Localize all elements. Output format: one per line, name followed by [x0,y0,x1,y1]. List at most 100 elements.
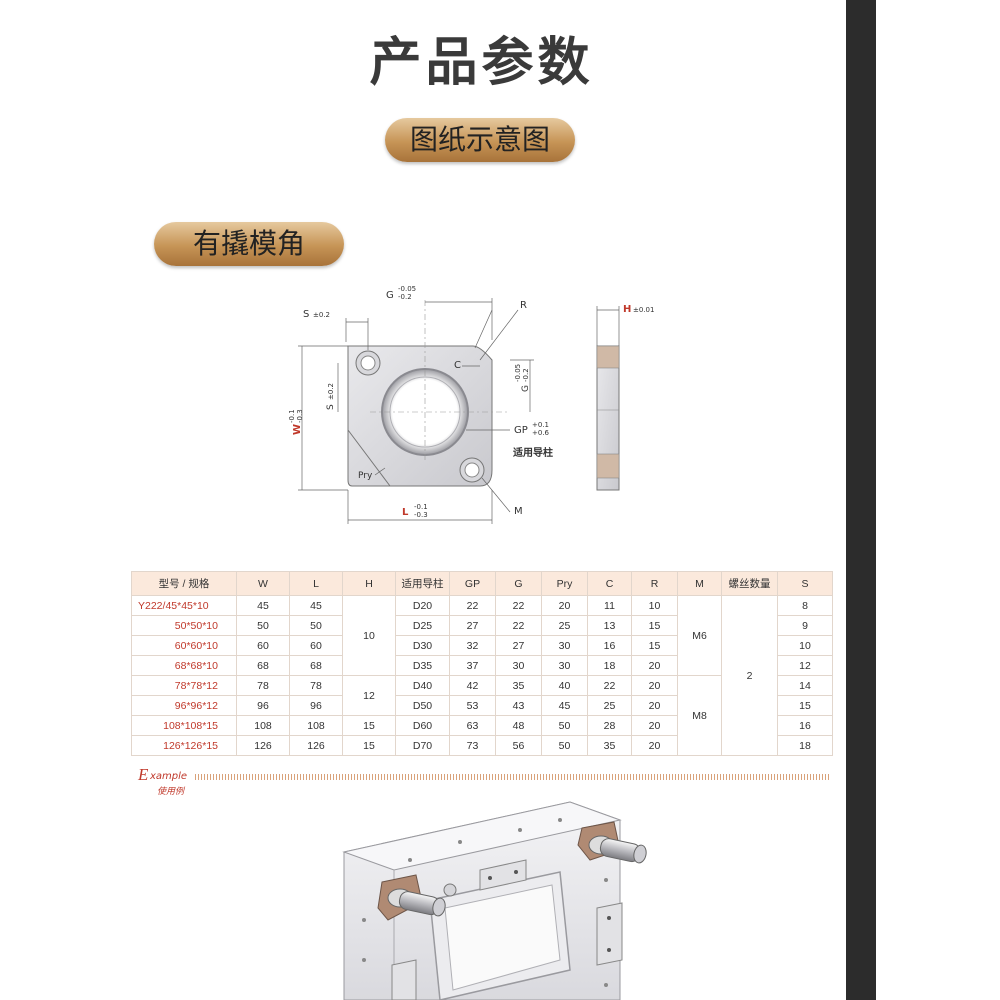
cell-model: 126*126*15 [131,735,237,756]
cell-model: 78*78*12 [131,675,237,696]
cell-l: 96 [289,695,343,716]
col-header: S [777,571,833,596]
cell-pillar: D50 [395,695,450,716]
table-row: 60*60*10 60 60 D30 32 27 30 16 15 10 [131,635,833,656]
col-header: G [495,571,542,596]
cell-r: 10 [631,595,678,616]
cell-l: 68 [289,655,343,676]
technical-drawing: G -0.05 -0.2 S ±0.2 R C S ±0.2 W -0.1 -0… [288,285,654,524]
cell-pry: 40 [541,675,588,696]
cell-gp: 27 [449,615,496,636]
cell-pry: 50 [541,715,588,736]
svg-text:G: G [521,385,531,392]
col-header: C [587,571,632,596]
cell-l: 50 [289,615,343,636]
col-header: H [342,571,396,596]
cell-pillar: D30 [395,635,450,656]
cell-model: 50*50*10 [131,615,237,636]
svg-text:-0.1: -0.1 [414,503,428,511]
cell-c: 11 [587,595,632,616]
col-header: W [236,571,290,596]
cell-gp: 32 [449,635,496,656]
right-dark-sidebar [846,0,876,1000]
cell-l: 60 [289,635,343,656]
cell-w: 68 [236,655,290,676]
cell-s: 8 [777,595,833,616]
cell-g: 35 [495,675,542,696]
cell-s: 18 [777,735,833,756]
cell-g: 48 [495,715,542,736]
cell-s: 10 [777,635,833,656]
svg-text:-0.2: -0.2 [398,293,412,301]
svg-text:±0.2: ±0.2 [313,311,330,319]
dotted-divider [195,774,831,780]
cell-g: 56 [495,735,542,756]
cell-pry: 30 [541,655,588,676]
cell-r: 20 [631,675,678,696]
cell-c: 25 [587,695,632,716]
cell-r: 15 [631,615,678,636]
svg-text:GP: GP [514,425,528,436]
example-word: xample [150,771,188,782]
cell-model: Y222/45*45*10 [131,595,237,616]
svg-text:适用导柱: 适用导柱 [513,446,553,459]
cell-w: 108 [236,715,290,736]
svg-text:-0.2: -0.2 [522,368,530,382]
cell-pry: 25 [541,615,588,636]
cell-w: 96 [236,695,290,716]
cell-l: 126 [289,735,343,756]
cell-r: 20 [631,695,678,716]
cell-m: M8 [677,675,722,756]
cell-pry: 45 [541,695,588,716]
svg-text:G: G [386,290,394,301]
svg-text:H: H [623,304,631,315]
svg-text:W: W [292,424,303,435]
cell-l: 78 [289,675,343,696]
svg-text:R: R [520,300,527,311]
spec-table: 型号 / 规格 W L H 适用导柱 GP G Pry C R M 螺丝数量 S… [131,571,833,756]
cell-pillar: D70 [395,735,450,756]
svg-text:Pry: Pry [358,471,373,481]
cell-w: 45 [236,595,290,616]
svg-text:C: C [454,360,461,371]
cell-g: 22 [495,615,542,636]
col-header: Pry [541,571,588,596]
svg-text:-0.1: -0.1 [288,409,296,423]
cell-m: M6 [677,595,722,676]
cell-h: 12 [342,675,396,716]
cell-r: 20 [631,735,678,756]
cell-s: 15 [777,695,833,716]
example-header: E xample 使用例 [135,765,835,797]
example-subtitle: 使用例 [157,787,185,797]
cell-w: 78 [236,675,290,696]
cell-model: 96*96*12 [131,695,237,716]
cell-r: 15 [631,635,678,656]
cell-s: 9 [777,615,833,636]
cell-g: 27 [495,635,542,656]
cell-g: 43 [495,695,542,716]
svg-text:S: S [303,309,309,320]
cell-w: 50 [236,615,290,636]
cell-c: 22 [587,675,632,696]
cell-s: 12 [777,655,833,676]
cell-gp: 73 [449,735,496,756]
cell-gp: 53 [449,695,496,716]
svg-text:+0.6: +0.6 [532,429,550,437]
cell-model: 60*60*10 [131,635,237,656]
cell-h: 15 [342,715,396,736]
svg-text:L: L [402,507,409,518]
cell-gp: 42 [449,675,496,696]
section-pill-variant: 有撬模角 [154,222,344,266]
svg-text:S: S [326,404,336,410]
cell-r: 20 [631,655,678,676]
svg-text:-0.3: -0.3 [296,409,304,423]
col-header: L [289,571,343,596]
col-header: R [631,571,678,596]
cell-gp: 22 [449,595,496,616]
cell-l: 108 [289,715,343,736]
cell-w: 60 [236,635,290,656]
col-header: 型号 / 规格 [131,571,237,596]
col-header: 适用导柱 [395,571,450,596]
cell-gp: 63 [449,715,496,736]
svg-text:±0.2: ±0.2 [327,383,335,400]
